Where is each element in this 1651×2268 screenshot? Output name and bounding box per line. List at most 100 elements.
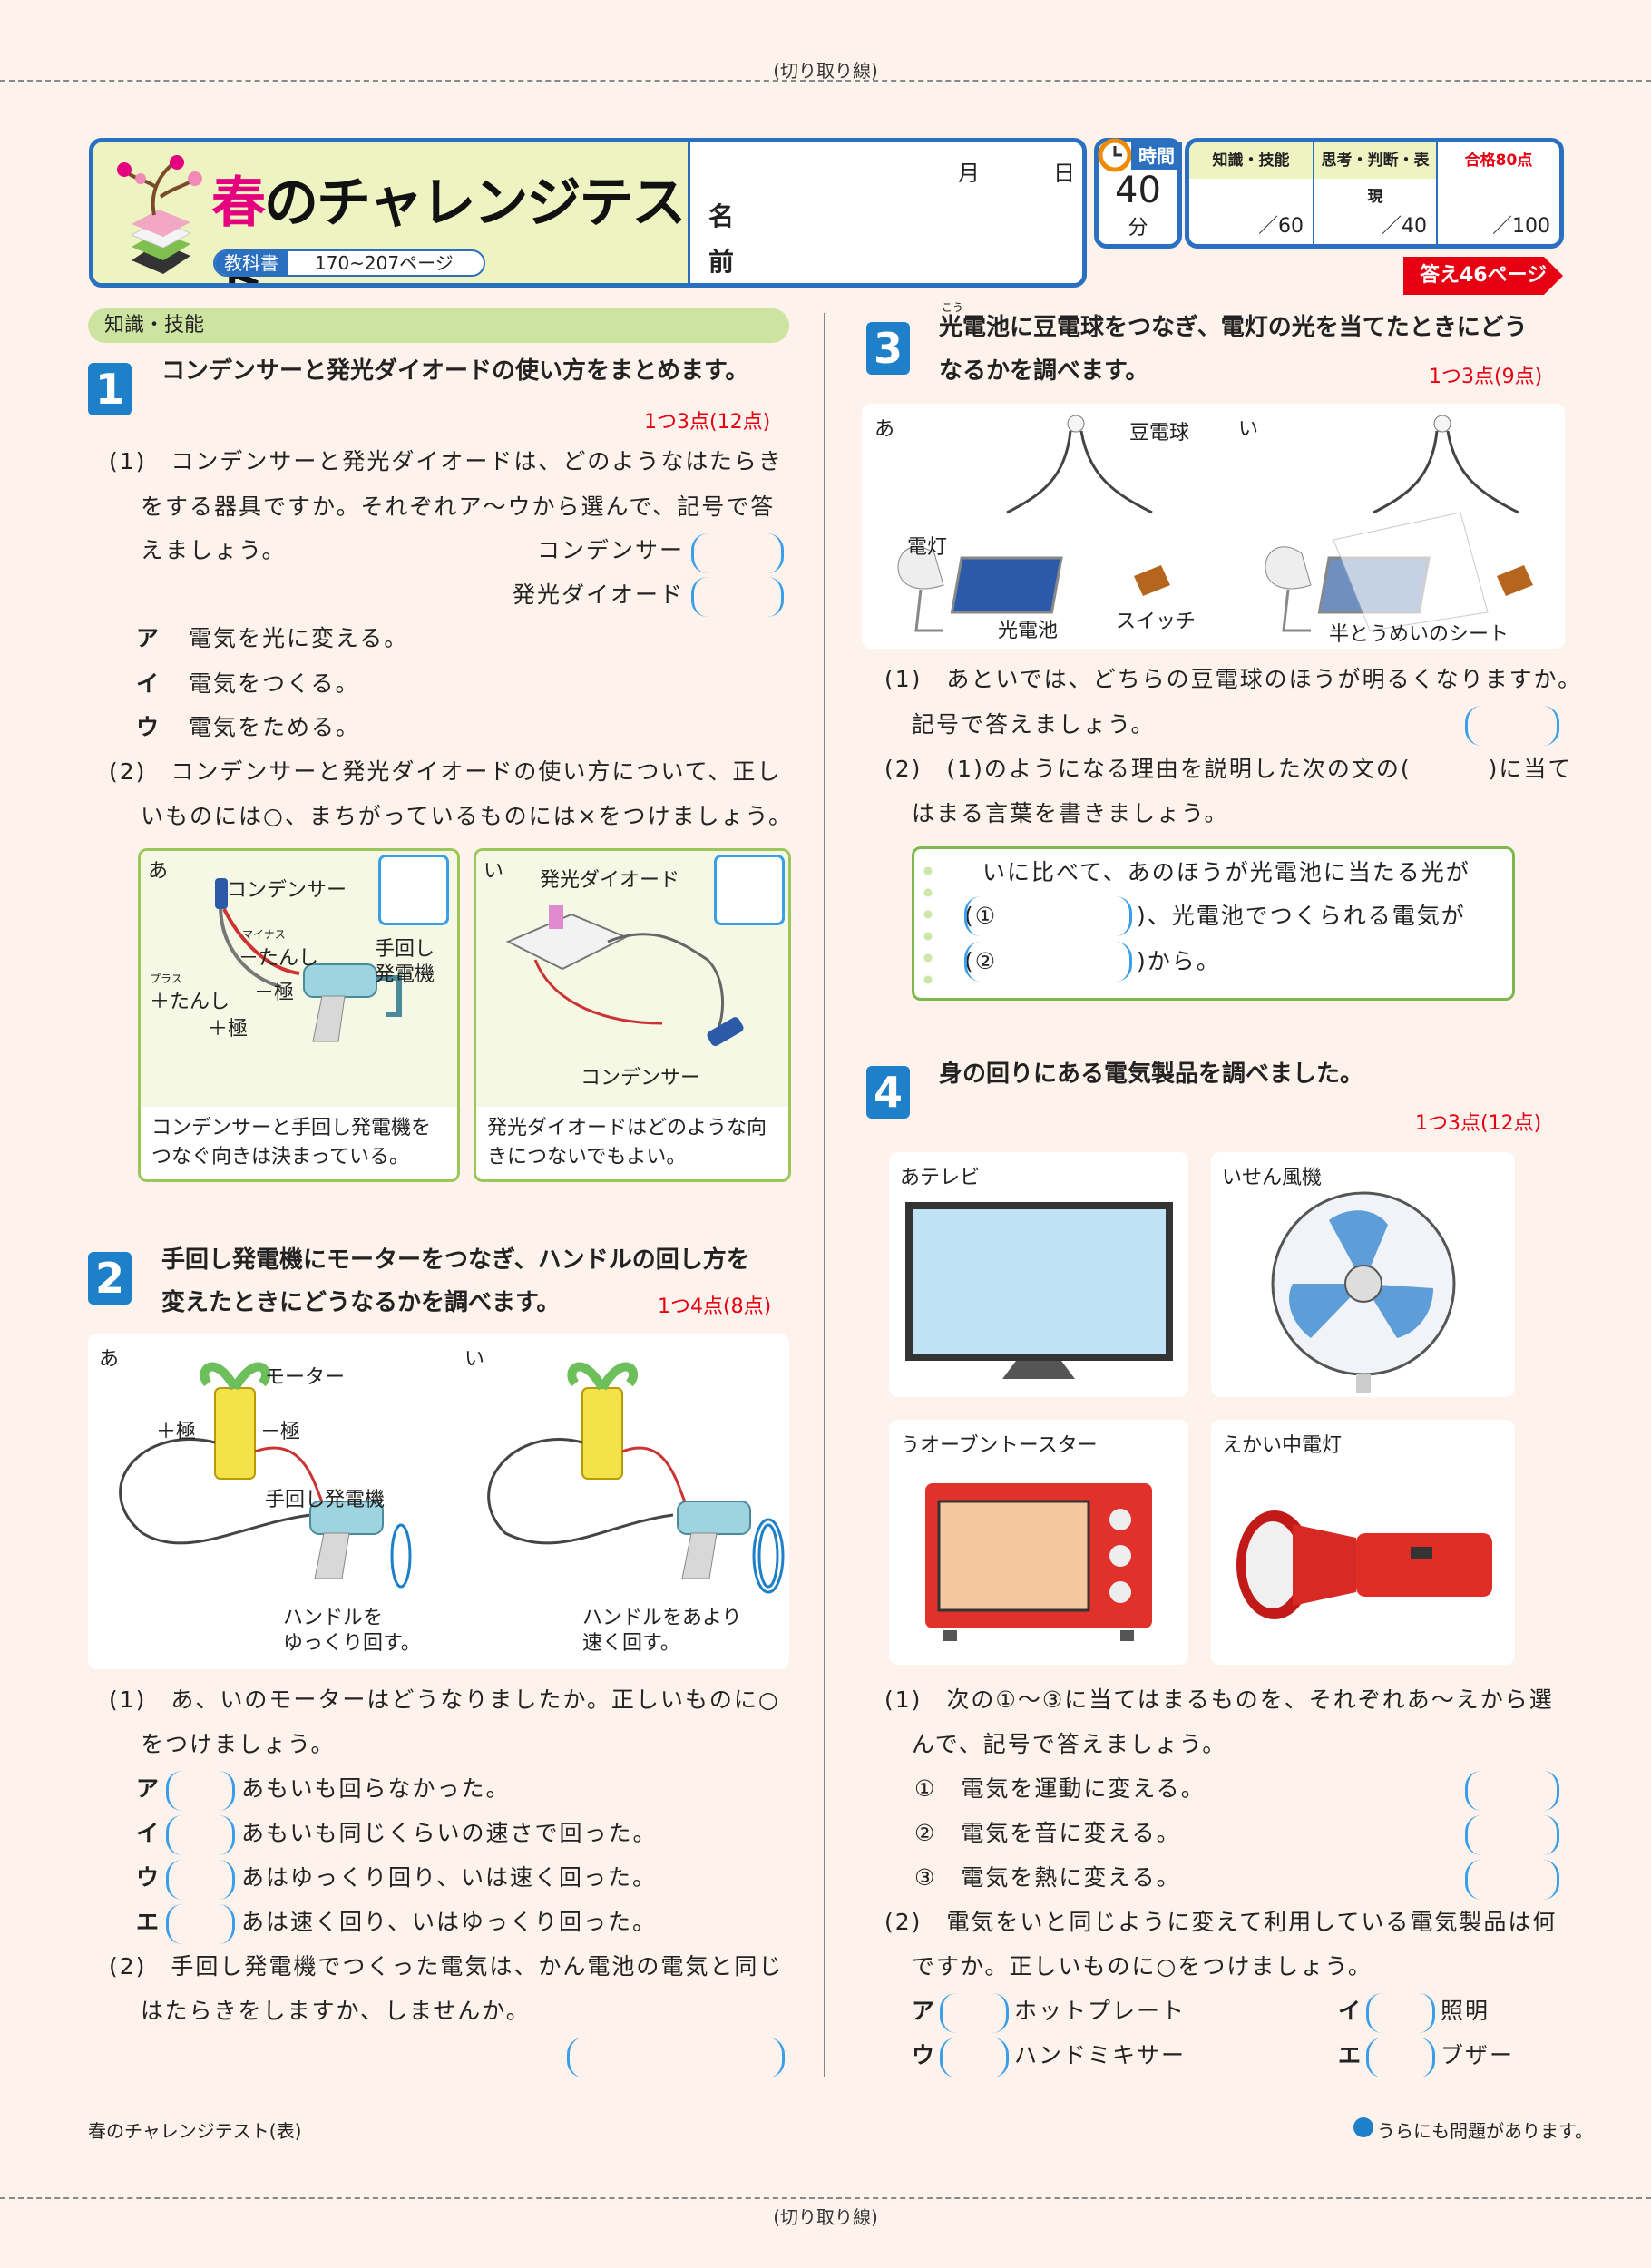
q3-p1-answer[interactable] [1465,706,1559,746]
choice-key: ア [136,1775,161,1802]
q3-figure: あ い 豆電球 電灯 光電池 スイッチ 半とうめいのシート [862,404,1565,649]
solar-cell-illustration [897,415,1533,632]
name-label-1: 名 [708,201,735,231]
q1-answer-led[interactable] [691,577,784,617]
q2-title: 変えたときにどうなるかを調べます。 [161,1289,561,1316]
choice-key: エ [1338,2042,1363,2068]
figure-caption: コンデンサーと手回し発電機を [151,1117,432,1139]
q3-p2-line: (2) (1)のようになる理由を説明した次の文の()に当て [884,756,1573,782]
choice-key: ア [136,625,161,651]
choice-text: ホットプレート [1014,1998,1187,2024]
q3-p1-line: (1) あといでは、どちらの豆電球のほうが明るくなりますか。 [884,666,1583,692]
q3-title: なるかを調べます。 [939,357,1149,385]
q1-item-label: コンデンサー [537,537,685,563]
time-unit: 分 [1128,217,1148,240]
handle-caption: 速く回す。 [582,1632,680,1655]
choice-text: あは速く回り、いはゆっくり回った。 [241,1909,658,1935]
q4-sub3-answer[interactable] [1465,1860,1559,1900]
q1-answer-capacitor[interactable] [691,533,784,573]
cut-line-top [0,80,1651,82]
choice-text: ブザー [1441,2042,1515,2068]
fan-icon [1271,1191,1456,1393]
q2-p2-answer[interactable] [567,2038,785,2077]
q4-title: 身の回りにある電気製品を調べました。 [939,1061,1364,1088]
figure-mark: い [1238,418,1259,441]
plus-terminal-label: ＋たんし [150,991,230,1013]
choice-text: あもいも同じくらいの速さで回った。 [241,1820,658,1846]
q4-choice-a-answer[interactable] [940,1993,1009,2033]
plus-ruby: プラス [150,973,182,985]
choice-text: 電気をつくる。 [189,670,360,697]
choice-text: 照明 [1441,1998,1490,2024]
score-col-total[interactable]: 合格80点／100 [1436,142,1559,244]
sheet-label: 半とうめいのシート [1329,623,1509,646]
choice-text: ハンドミキサー [1014,2042,1187,2068]
minus-ruby: マイナス [242,928,286,941]
fill-box-line: いに比べて、あのほうが光電池に当たる光が [982,859,1470,885]
choice-key: エ [136,1909,161,1935]
q2-p2-line: はたらきをしますか、しませんか。 [141,1998,531,2024]
name-date-field[interactable]: 月 日 名 前 [688,142,1082,283]
footer-note: うらにも問題があります。 [1377,2120,1593,2142]
q2-points: 1つ4点(8点) [658,1295,772,1318]
q4-choice-e-answer[interactable] [1366,2038,1435,2077]
q1-item-label: 発光ダイオード [513,582,685,608]
column-divider [824,313,826,2077]
solar-cell-label: 光電池 [998,620,1059,642]
appliance-label: あテレビ [900,1167,981,1189]
q4-p1-line: んで、記号で答えましょう。 [912,1731,1227,1757]
q3-blank-2[interactable] [964,942,1132,982]
bulb-label: 豆電球 [1129,422,1190,445]
handle-caption: ハンドルをあより [582,1607,742,1629]
q3-p2-line: はまる言葉を書きましょう。 [912,800,1229,826]
q2-number: 2 [88,1252,132,1305]
capacitor-label: コンデンサー [581,1067,701,1090]
fill-box-line: )、光電池でつくられる電気が [1137,903,1466,929]
led-capacitor-illustration [505,905,744,1047]
q4-sub-item: ① 電気を運動に変える。 [914,1775,1206,1802]
score-col-thinking[interactable]: 思考・判断・表現／40 [1313,142,1436,244]
q3-points: 1つ3点(9点) [1429,366,1543,388]
led-label: 発光ダイオード [540,869,680,892]
appliance-label: えかい中電灯 [1222,1434,1343,1457]
q4-sub1-answer[interactable] [1465,1771,1559,1811]
q4-sub2-answer[interactable] [1465,1815,1559,1855]
q4-choice-i-answer[interactable] [1366,1993,1435,2033]
q3-fill-box: いに比べて、あのほうが光電池に当たる光が (① )、光電池でつくられる電気が (… [912,846,1515,1001]
plus-pole-label: ＋極 [208,1018,249,1041]
q2-choice-i-answer[interactable] [166,1815,235,1855]
flashlight-icon [1236,1510,1492,1619]
score-col-knowledge[interactable]: 知識・技能／60 [1189,142,1313,244]
time-box: 時間 40 分 [1094,138,1182,249]
q1-p1-line: (1) コンデンサーと発光ダイオードは、どのようなはたらき [109,448,783,474]
tv-icon [905,1202,1173,1379]
minus-pole-label: －極 [254,982,295,1004]
choice-key: ア [912,1998,937,2024]
q1-p2-line: いものには○、まちがっているものには×をつけましょう。 [141,803,794,829]
generator-label: 発電機 [375,963,435,986]
figure-mark: あ [148,860,169,883]
q4-p2-line: (2) 電気をいと同じように変えて利用している電気製品は何 [884,1909,1558,1935]
q2-choice-e-answer[interactable] [166,1904,235,1944]
q2-choice-u-answer[interactable] [166,1860,235,1900]
month-label: 月 [958,161,980,186]
q4-sub-item: ② 電気を音に変える。 [914,1820,1181,1846]
q2-choice-a-answer[interactable] [166,1771,235,1811]
choice-key: イ [136,670,161,697]
time-label: 時間 [1131,142,1182,170]
q1-answer-box-b[interactable] [714,855,785,925]
appliance-fan: いせん風機 [1211,1152,1515,1397]
q4-p2-line: ですか。正しいものに○をつけましょう。 [912,1953,1373,1980]
blossom-illustration [117,155,202,274]
q3-blank-1[interactable] [964,896,1132,936]
q1-answer-box-a[interactable] [378,855,449,925]
q3-title: 光電池に豆電球をつなぎ、電灯の光を当てたときにどう [939,314,1528,341]
q1-p1-line: えましょう。 [141,537,287,563]
appliance-label: うオーブントースター [900,1434,1098,1457]
score-box: 知識・技能／60 思考・判断・表現／40 合格80点／100 [1185,138,1564,249]
q2-title: 手回し発電機にモーターをつなぎ、ハンドルの回し方を [161,1246,750,1274]
section-label: 知識・技能 [88,308,789,343]
figure-caption: きにつないでもよい。 [487,1146,687,1168]
q4-choice-u-answer[interactable] [940,2038,1009,2077]
toaster-icon [925,1483,1152,1641]
